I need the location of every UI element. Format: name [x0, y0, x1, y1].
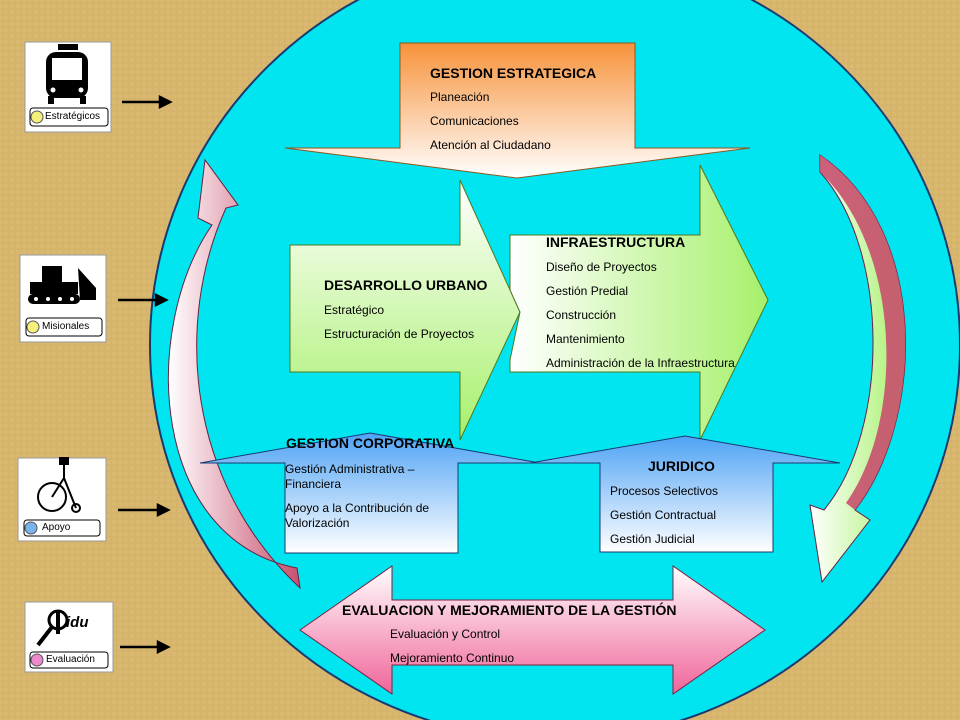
penny-farthing-icon [37, 457, 81, 513]
gestion-corporativa-item: Financiera [285, 477, 342, 491]
gestion-corporativa-title: GESTION CORPORATIVA [286, 435, 455, 451]
legend-label-estrategicos: Estratégicos [45, 111, 101, 122]
legend-label-apoyo: Apoyo [42, 522, 71, 533]
legend-card-apoyo [17, 457, 107, 542]
logo-lettering: idu [66, 614, 89, 631]
juridico-item: Procesos Selectivos [610, 484, 719, 498]
juridico-item: Gestión Contractual [610, 508, 717, 522]
gestion-estrategica-shape [284, 42, 751, 179]
infraestructura-title: INFRAESTRUCTURA [546, 234, 686, 250]
legend-card-estrategicos [24, 41, 112, 133]
infraestructura-item: Construcción [546, 308, 617, 322]
evaluacion-title: EVALUACION Y MEJORAMIENTO DE LA GESTIÓN [342, 602, 677, 618]
infraestructura-item: Administración de la Infraestructura [546, 356, 735, 370]
legend-label-evaluacion: Evaluación [46, 654, 95, 665]
gestion-estrategica-title: GESTION ESTRATEGICA [430, 65, 597, 81]
gestion-estrategica-item: Comunicaciones [430, 114, 519, 128]
evaluacion-item: Evaluación y Control [390, 627, 501, 641]
juridico-item: Gestión Judicial [610, 532, 695, 546]
gestion-corporativa-item: Apoyo a la Contribución de [285, 501, 430, 515]
evaluacion-shape [299, 565, 766, 695]
legend-card-misionales [19, 254, 107, 343]
legend-label-misionales: Misionales [42, 321, 90, 332]
evaluacion-item: Mejoramiento Continuo [390, 651, 515, 665]
left-return-arrow [167, 158, 301, 590]
gestion-corporativa-item: Valorización [285, 516, 350, 530]
legend-card-evaluacion [24, 601, 114, 673]
juridico-shape [529, 435, 841, 553]
gestion-estrategica-item: Atención al Ciudadano [430, 138, 551, 152]
infraestructura-item: Mantenimiento [546, 332, 625, 346]
desarrollo-urbano-shape [289, 179, 521, 441]
magnifier-logo-icon [36, 609, 69, 647]
infraestructura-shape [509, 164, 769, 441]
gestion-corporativa-item: Gestión Administrativa – [285, 462, 415, 476]
desarrollo-urbano-item: Estratégico [324, 303, 385, 317]
bulldozer-icon [28, 266, 96, 304]
juridico-title: JURIDICO [648, 458, 715, 474]
gestion-estrategica-item: Planeación [430, 90, 490, 104]
desarrollo-urbano-title: DESARROLLO URBANO [324, 277, 488, 293]
infraestructura-item: Gestión Predial [546, 284, 629, 298]
bus-icon [46, 44, 88, 104]
gestion-corporativa-shape [199, 432, 541, 554]
infraestructura-item: Diseño de Proyectos [546, 260, 657, 274]
desarrollo-urbano-item: Estructuración de Proyectos [324, 327, 475, 341]
